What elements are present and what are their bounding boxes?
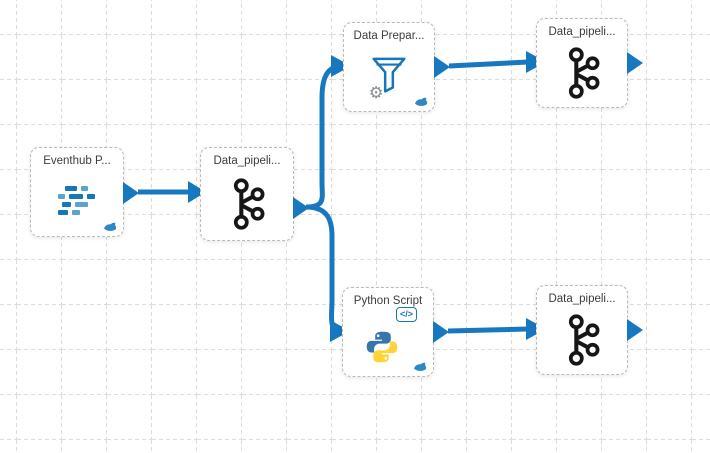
kafka-icon [537,305,627,374]
output-port[interactable] [293,197,309,219]
output-port[interactable] [627,52,643,74]
output-port[interactable] [627,319,643,341]
node-kafka-top-right[interactable]: Data_pipeli... [536,18,643,108]
python-icon: </> [343,307,433,376]
connection-dataprep-to-kafka[interactable] [448,59,529,69]
kafka-icon [537,38,627,107]
connection-kafka-to-python[interactable] [305,204,343,334]
node-kafka-center[interactable]: Data_pipeli... [200,147,309,241]
funnel-gear-icon: ⚙ [344,42,434,111]
node-eventhub-source[interactable]: Eventhub P... [30,147,139,237]
output-port[interactable] [123,182,139,204]
node-label: Data_pipeli... [213,155,281,167]
brand-badge-icon [103,221,118,233]
svg-text:⚙: ⚙ [369,83,384,100]
node-label: Python Script [353,295,423,307]
eventhub-icon [31,167,123,236]
node-label: Data_pipeli... [548,26,616,38]
node-label: Data Prepar... [353,30,425,42]
connection-python-to-kafka[interactable] [447,326,529,334]
kafka-icon [201,167,293,240]
brand-badge-icon [413,361,428,373]
node-data-preparation[interactable]: Data Prepar... ⚙ [343,22,450,112]
code-badge-icon: </> [395,307,417,322]
output-port[interactable] [434,56,450,78]
node-python-script[interactable]: Python Script </> [342,287,449,377]
node-kafka-bottom-right[interactable]: Data_pipeli... [536,285,643,375]
output-port[interactable] [433,321,449,343]
brand-badge-icon [414,96,429,108]
node-label: Data_pipeli... [548,293,616,305]
node-label: Eventhub P... [43,155,111,167]
connection-kafka-to-dataprep[interactable] [305,63,343,210]
